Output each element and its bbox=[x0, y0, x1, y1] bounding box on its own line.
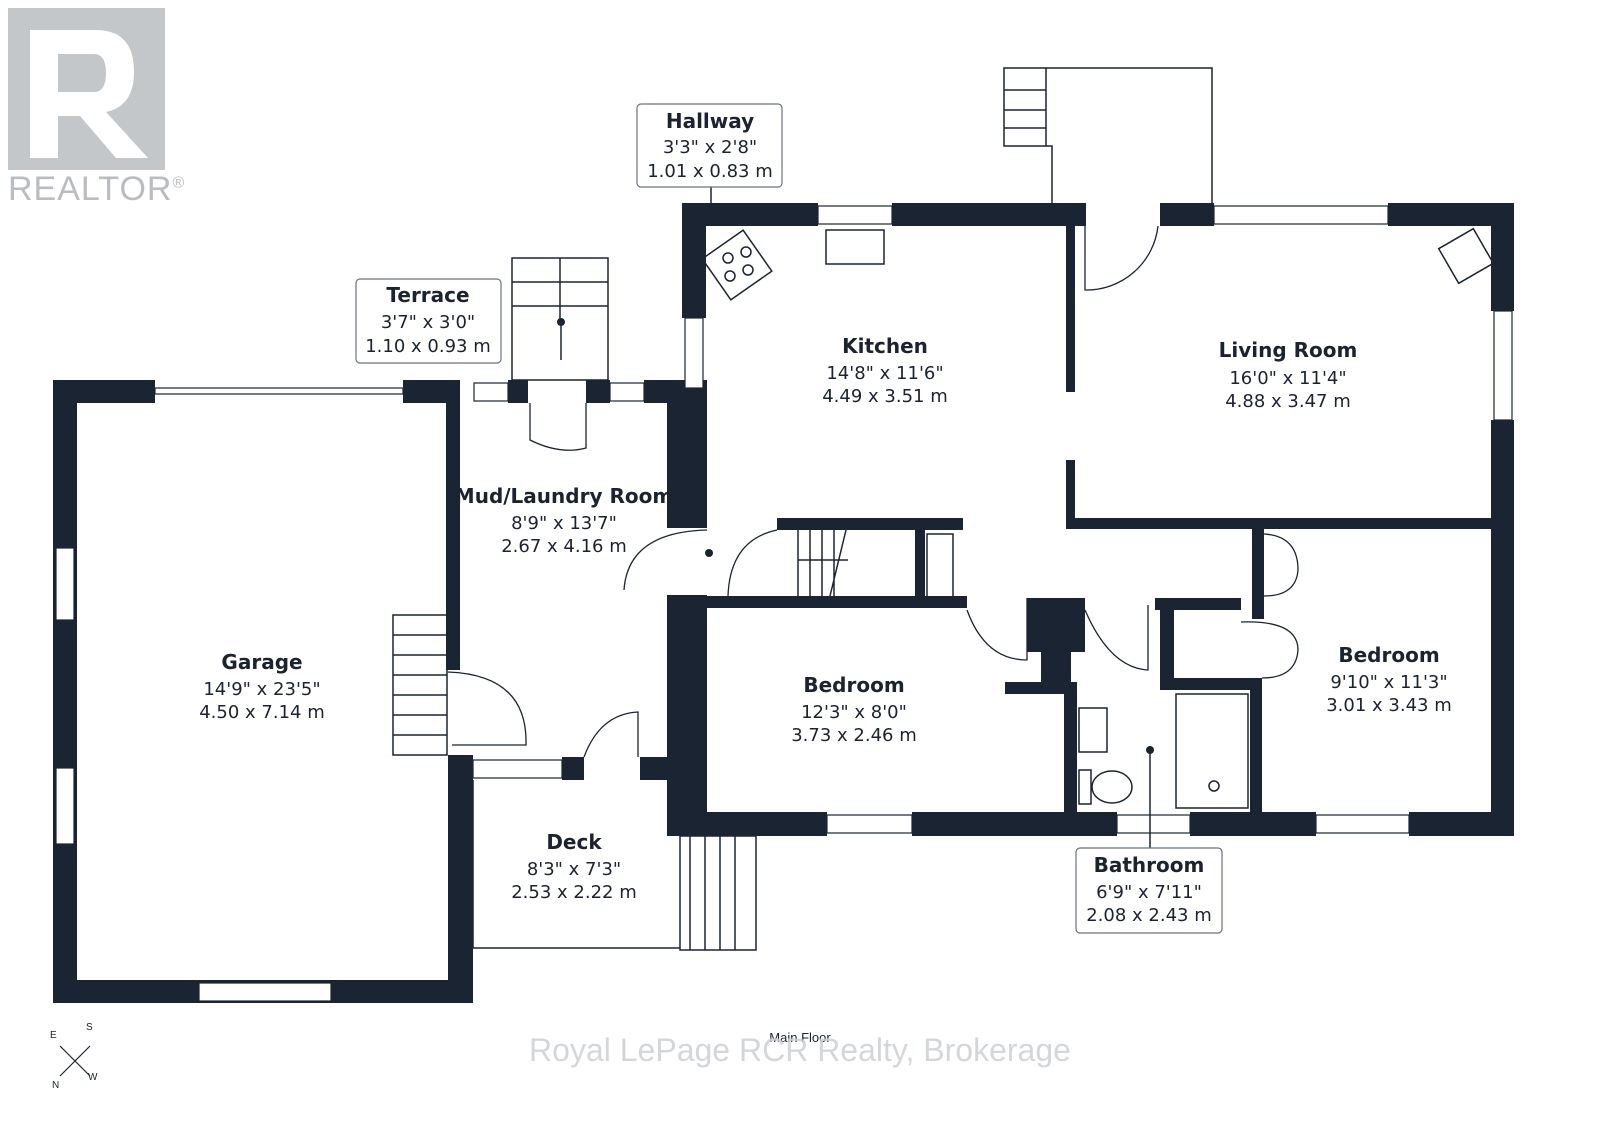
compass-east: E bbox=[50, 1030, 57, 1041]
callout-boxes bbox=[355, 103, 1223, 934]
bedroom1-name: Bedroom bbox=[803, 673, 904, 697]
bedroom2-metric: 3.01 x 3.43 m bbox=[1326, 695, 1452, 716]
realtor-logo-icon bbox=[8, 8, 165, 170]
hallway-tag bbox=[636, 103, 783, 188]
kitchen-sink-icon bbox=[825, 229, 885, 265]
deck-name: Deck bbox=[546, 830, 602, 854]
bathroom-metric: 2.08 x 2.43 m bbox=[1086, 905, 1212, 926]
fixtures bbox=[472, 186, 1495, 949]
bedroom1-imperial: 12'3" x 8'0" bbox=[801, 702, 907, 723]
realtor-logo-text: REALTOR® bbox=[8, 170, 186, 208]
garage-metric: 4.50 x 7.14 m bbox=[199, 702, 325, 723]
terrace-tag bbox=[355, 278, 502, 364]
closet-icon bbox=[926, 533, 954, 599]
compass-west: W bbox=[88, 1072, 98, 1083]
kitchen-imperial: 14'8" x 11'6" bbox=[826, 363, 943, 384]
mud-room-imperial: 8'9" x 13'7" bbox=[511, 513, 617, 534]
mud-room-metric: 2.67 x 4.16 m bbox=[501, 536, 627, 557]
walls bbox=[53, 203, 1514, 1003]
bedroom1-metric: 3.73 x 2.46 m bbox=[791, 725, 917, 746]
hallway-name: Hallway bbox=[666, 109, 754, 133]
toilet-icon bbox=[1078, 769, 1133, 805]
bathroom-imperial: 6'9" x 7'11" bbox=[1096, 882, 1202, 903]
garage-imperial: 14'9" x 23'5" bbox=[203, 679, 320, 700]
windows bbox=[55, 205, 1513, 1002]
stairs bbox=[392, 67, 1213, 951]
bedroom2-name: Bedroom bbox=[1338, 643, 1439, 667]
kitchen-metric: 4.49 x 3.51 m bbox=[822, 386, 948, 407]
terrace-imperial: 3'7" x 3'0" bbox=[381, 312, 475, 333]
hallway-metric: 1.01 x 0.83 m bbox=[647, 161, 773, 182]
compass-south: S bbox=[86, 1022, 93, 1033]
terrace-name: Terrace bbox=[386, 283, 469, 307]
kitchen-name: Kitchen bbox=[842, 334, 928, 358]
hallway-imperial: 3'3" x 2'8" bbox=[663, 137, 757, 158]
living-room-imperial: 16'0" x 11'4" bbox=[1229, 368, 1346, 389]
shower-icon bbox=[1175, 693, 1249, 809]
compass-north: N bbox=[52, 1080, 60, 1091]
bathroom-name: Bathroom bbox=[1094, 853, 1205, 877]
compass-icon: E S N W bbox=[50, 1022, 100, 1091]
terrace-metric: 1.10 x 0.93 m bbox=[365, 336, 491, 357]
living-room-name: Living Room bbox=[1219, 338, 1358, 362]
bathroom-tag bbox=[1075, 847, 1223, 934]
mud-room-name: Mud/Laundry Room bbox=[455, 484, 673, 508]
deck-imperial: 8'3" x 7'3" bbox=[527, 859, 621, 880]
deck-metric: 2.53 x 2.22 m bbox=[511, 882, 637, 903]
floor-label: Main Floor bbox=[769, 1030, 831, 1045]
brokerage-watermark: Royal LePage RCR Realty, Brokerage bbox=[529, 1032, 1071, 1068]
living-room-metric: 4.88 x 3.47 m bbox=[1225, 391, 1351, 412]
stove-icon bbox=[701, 229, 773, 301]
armchair-icon bbox=[1437, 227, 1495, 285]
room-labels: Kitchen 14'8" x 11'6" 4.49 x 3.51 m Livi… bbox=[199, 109, 1452, 926]
bathroom-sink-icon bbox=[1078, 707, 1108, 753]
garage-name: Garage bbox=[221, 650, 302, 674]
bedroom2-imperial: 9'10" x 11'3" bbox=[1330, 672, 1447, 693]
doors bbox=[447, 225, 1299, 758]
